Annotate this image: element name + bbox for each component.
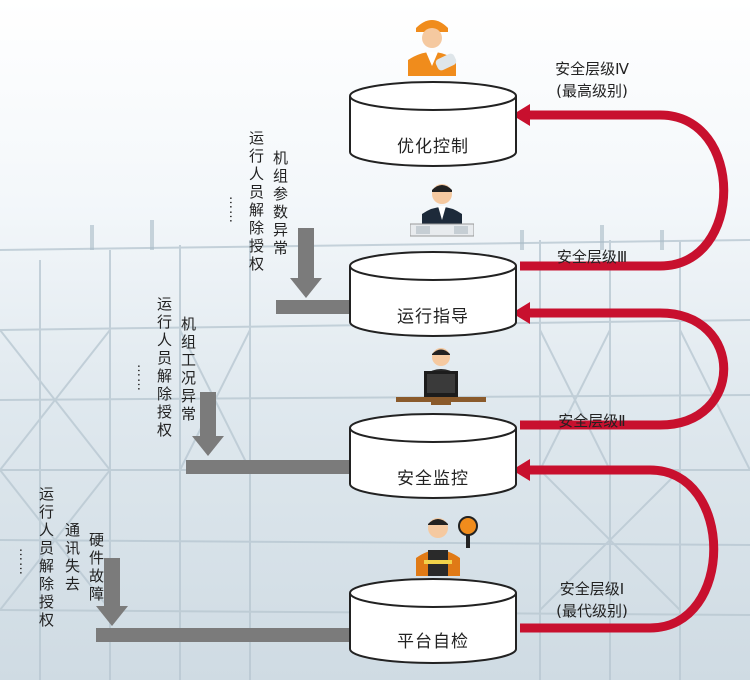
note-1-right: 机组参数异常 xyxy=(271,150,289,258)
level-3-title: 安全层级Ⅲ xyxy=(556,248,628,266)
level-3-text: 安全层级Ⅲ xyxy=(532,246,652,268)
tier-3-label: 运行指导 xyxy=(397,307,469,327)
gray-arrow-head-3 xyxy=(96,606,128,626)
arrow-2-to-3 xyxy=(520,308,729,430)
worker-icon xyxy=(410,514,480,580)
gray-arrow-head-1 xyxy=(290,278,322,298)
tier-2-cylinder: 安全监控 xyxy=(348,412,518,502)
arrow-3-to-4 xyxy=(520,110,729,271)
tier-4-label: 优化控制 xyxy=(397,137,469,157)
level-1-text: 安全层级Ⅰ (最代级别) xyxy=(532,578,652,622)
gray-arrow-shaft-h2 xyxy=(186,460,350,474)
note-3-right: 硬件故障 xyxy=(87,532,105,604)
level-2-title: 安全层级Ⅱ xyxy=(558,412,626,430)
tier-4-cylinder: 优化控制 xyxy=(348,80,518,170)
gray-arrow-shaft-h1 xyxy=(276,300,350,314)
note-2-dots: …… xyxy=(134,364,149,392)
arrow-1-to-2 xyxy=(520,465,719,633)
gray-arrow-shaft-v2 xyxy=(200,392,216,436)
level-1-title: 安全层级Ⅰ xyxy=(559,580,625,598)
arrowhead-tier3 xyxy=(512,302,530,324)
gray-arrow-shaft-h3 xyxy=(96,628,350,642)
note-2-left: 运行人员解除授权 xyxy=(155,296,173,440)
tier-2-label: 安全监控 xyxy=(397,469,469,489)
level-4-note: (最高级别) xyxy=(556,82,628,100)
level-1-note: (最代级别) xyxy=(556,602,628,620)
tier-3-cylinder: 运行指导 xyxy=(348,250,518,340)
note-1-dots: …… xyxy=(226,196,241,224)
note-1-left: 运行人员解除授权 xyxy=(247,130,265,274)
gray-arrow-shaft-v1 xyxy=(298,228,314,278)
level-4-text: 安全层级Ⅳ (最高级别) xyxy=(532,58,652,102)
note-3-dots: …… xyxy=(16,548,31,576)
arrowhead-tier4 xyxy=(512,104,530,126)
tier-1-label: 平台自检 xyxy=(397,632,469,652)
engineer-icon xyxy=(402,10,462,80)
gray-arrow-shaft-v3 xyxy=(104,558,120,608)
monitor-operator-icon xyxy=(396,345,486,409)
level-4-title: 安全层级Ⅳ xyxy=(555,60,629,78)
operator-icon xyxy=(409,180,475,242)
note-3-left: 运行人员解除授权 xyxy=(37,486,55,630)
level-2-text: 安全层级Ⅱ xyxy=(532,410,652,432)
note-3-mid: 通讯失去 xyxy=(63,522,81,594)
note-2-right: 机组工况异常 xyxy=(179,316,197,424)
arrowhead-tier2 xyxy=(512,459,530,481)
tier-1-cylinder: 平台自检 xyxy=(348,577,518,667)
gray-arrow-head-2 xyxy=(192,436,224,456)
